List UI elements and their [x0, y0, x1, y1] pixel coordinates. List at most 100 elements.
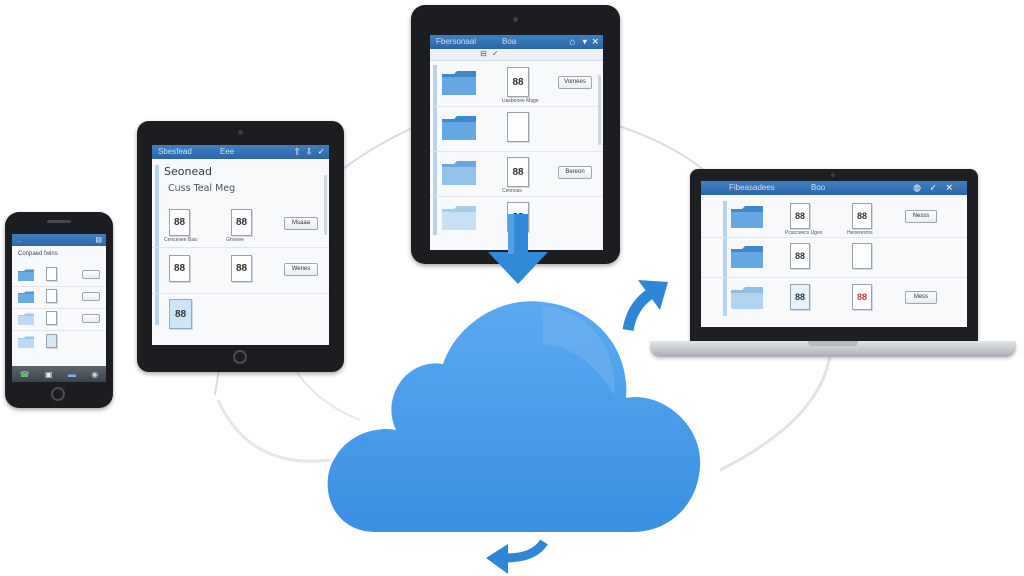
- toolbar-icon[interactable]: ⊟: [480, 49, 487, 58]
- row-action-button[interactable]: Mess: [905, 291, 937, 304]
- tablet-left: Sbesfead Eee ⇧ ⇩ ✓ Seonead Cuss Teal Meg…: [137, 121, 344, 372]
- sync-arrow-icon: [488, 214, 548, 284]
- document-icon: 88: [790, 243, 810, 269]
- tablet-left-screen: Sbesfead Eee ⇧ ⇩ ✓ Seonead Cuss Teal Meg…: [152, 145, 329, 345]
- scrollbar[interactable]: [598, 75, 601, 145]
- row-action-button[interactable]: Msaaa: [284, 217, 318, 230]
- phone-menu-icon[interactable]: ▤: [95, 236, 102, 244]
- laptop-notch: [808, 341, 858, 346]
- document-icon: 88: [231, 255, 252, 282]
- folder-icon: [442, 206, 476, 230]
- home-icon[interactable]: ⌂: [569, 36, 575, 47]
- dropdown-icon[interactable]: ▾: [582, 36, 587, 47]
- phone-app-title: ..: [17, 235, 22, 244]
- tablet-camera: [238, 130, 243, 135]
- home-button-icon[interactable]: [51, 387, 65, 401]
- folder-icon: [18, 313, 34, 325]
- folder-icon: [442, 71, 476, 95]
- phone-row-button[interactable]: [82, 270, 100, 279]
- smartphone: .. ▤ Conpaed fwins ☎ ▣ ▬: [5, 212, 113, 408]
- row-action-button[interactable]: Wenes: [284, 263, 318, 276]
- upload-icon[interactable]: ⇧: [293, 146, 301, 157]
- folder-icon: [731, 246, 763, 268]
- list-item[interactable]: [12, 308, 106, 331]
- app-tab[interactable]: Boo: [811, 183, 826, 192]
- folder-icon: [18, 291, 34, 303]
- cloud-icon: [327, 301, 701, 532]
- app-title: Fibeasadees: [729, 183, 775, 192]
- phone-screen: .. ▤ Conpaed fwins ☎ ▣ ▬: [12, 234, 106, 382]
- document-icon: 88: [852, 284, 872, 310]
- document-icon: 88: [790, 284, 810, 310]
- folder-icon: [18, 269, 34, 281]
- row-action-button[interactable]: Bereon: [558, 166, 592, 179]
- list-item[interactable]: 88: [701, 237, 967, 278]
- close-icon[interactable]: ✕: [591, 36, 599, 47]
- scrollbar[interactable]: [324, 175, 327, 235]
- check-icon[interactable]: ✓: [929, 182, 937, 193]
- phone-subtitle: Conpaed fwins: [18, 251, 58, 257]
- app-tab[interactable]: Eee: [220, 147, 235, 156]
- phone-dock-icon[interactable]: ◉: [91, 369, 99, 379]
- document-icon: 88: [169, 299, 192, 329]
- sync-arrow-icon: [622, 280, 668, 332]
- selection-edge: [155, 165, 159, 325]
- folder-icon: [442, 116, 476, 140]
- download-icon[interactable]: ⇩: [305, 146, 313, 157]
- laptop-camera: [831, 173, 835, 177]
- tablet-top-app-bar: Fbersonaal Boa ⌂ ▾ ✕: [430, 35, 603, 49]
- check-icon[interactable]: ✓: [317, 146, 325, 157]
- list-item[interactable]: [12, 286, 106, 309]
- folder-icon: [18, 336, 34, 348]
- list-item[interactable]: 88 88 Mess: [701, 277, 967, 319]
- list-item[interactable]: [430, 106, 603, 152]
- list-item[interactable]: 88 88 Wenes: [152, 247, 329, 294]
- phone-row-button[interactable]: [82, 292, 100, 301]
- sync-arrow-icon: [486, 539, 548, 574]
- list-item[interactable]: [12, 330, 106, 354]
- phone-speaker: [47, 220, 71, 223]
- phone-app-bar: .. ▤: [12, 234, 106, 246]
- row-action-button[interactable]: Nesss: [905, 210, 937, 223]
- document-icon: [852, 243, 872, 269]
- row-action-button[interactable]: Vomees: [558, 76, 592, 89]
- phone-dock-icon[interactable]: ☎: [19, 369, 30, 379]
- document-icon: [46, 311, 57, 325]
- phone-dock: ☎ ▣ ▬ ◉: [12, 366, 106, 382]
- phone-dock-icon[interactable]: ▬: [67, 369, 76, 379]
- page-subtitle: Cuss Teal Meg: [168, 183, 236, 194]
- document-icon: [46, 334, 57, 348]
- laptop-app-bar: Fibeasadees Boo ◍ ✓ ✕: [701, 181, 967, 195]
- home-button-icon[interactable]: [233, 350, 247, 364]
- globe-icon[interactable]: ◍: [913, 182, 921, 193]
- document-icon: [46, 289, 57, 303]
- toolbar-icon[interactable]: ✓: [492, 49, 499, 58]
- folder-icon: [442, 161, 476, 185]
- document-icon: 88: [169, 255, 190, 282]
- app-tab[interactable]: Boa: [502, 37, 517, 46]
- selection-edge: [723, 201, 727, 316]
- phone-dock-icon[interactable]: ▣: [45, 369, 53, 379]
- list-item[interactable]: [12, 264, 106, 287]
- close-icon[interactable]: ✕: [945, 182, 953, 193]
- phone-row-button[interactable]: [82, 314, 100, 323]
- tablet-left-app-bar: Sbesfead Eee ⇧ ⇩ ✓: [152, 145, 329, 159]
- document-icon: [46, 267, 57, 281]
- toolbar: ⊟ ✓: [430, 49, 603, 61]
- list-item[interactable]: 88: [152, 293, 329, 337]
- folder-icon: [731, 287, 763, 309]
